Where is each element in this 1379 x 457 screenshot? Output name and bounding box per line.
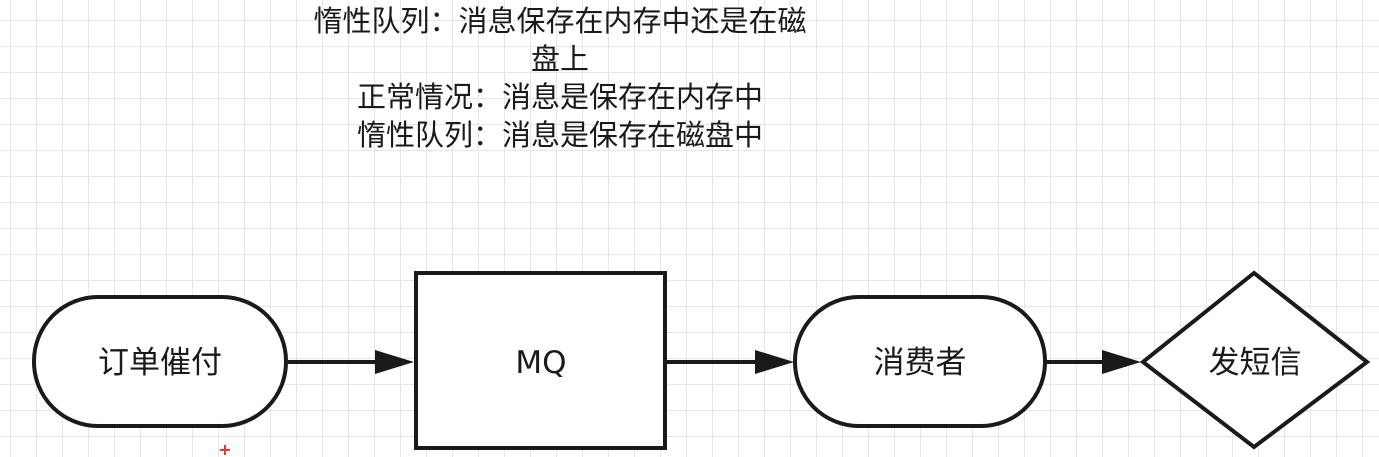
arrow-order-to-mq — [288, 350, 414, 374]
node-send-sms[interactable]: 发短信 — [1139, 270, 1371, 450]
node-send-sms-label: 发短信 — [1209, 345, 1302, 381]
node-consumer[interactable]: 消费者 — [793, 295, 1047, 428]
note-line-4: 惰性队列：消息是保存在磁盘中 — [356, 118, 763, 152]
note-line-3: 正常情况：消息是保存在内存中 — [356, 80, 763, 114]
node-consumer-label: 消费者 — [874, 345, 967, 381]
node-mq-label: MQ — [515, 345, 566, 381]
node-order-payment[interactable]: 订单催付 — [32, 295, 288, 428]
note-line-2: 盘上 — [530, 42, 589, 76]
arrow-mq-to-consumer — [667, 350, 794, 374]
node-order-payment-label: 订单催付 — [98, 345, 222, 381]
note-text: 惰性队列：消息保存在内存中还是在磁 盘上 正常情况：消息是保存在内存中 惰性队列… — [270, 2, 850, 154]
node-mq[interactable]: MQ — [414, 271, 667, 450]
note-line-1: 惰性队列：消息保存在内存中还是在磁 — [313, 4, 807, 38]
arrow-consumer-to-sms — [1047, 350, 1141, 374]
plus-marker-icon — [220, 445, 230, 455]
